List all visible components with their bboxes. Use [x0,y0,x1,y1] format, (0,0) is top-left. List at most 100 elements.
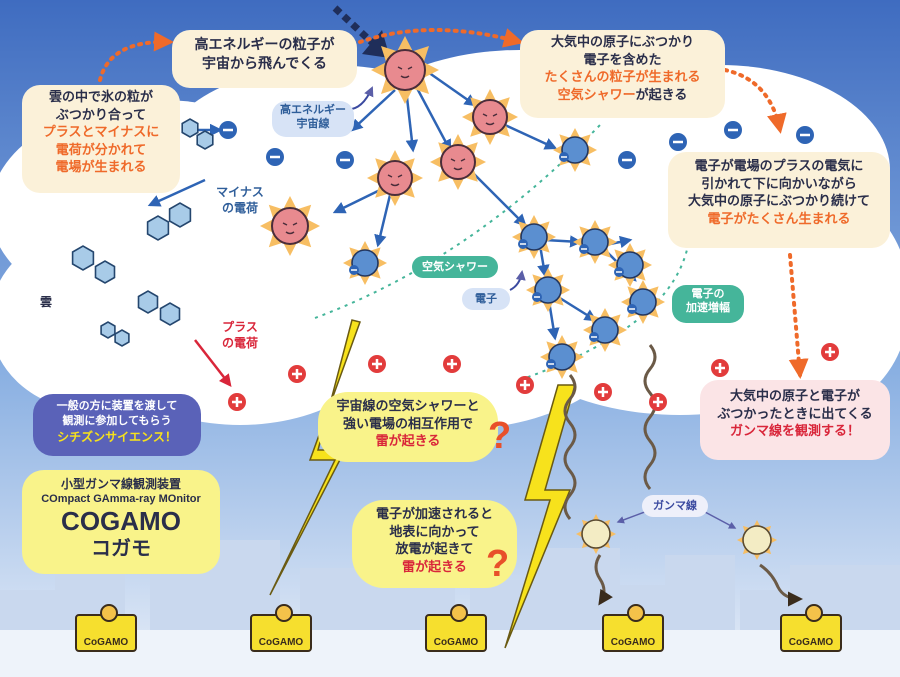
cogamo-device: CoGAMO [250,604,312,652]
particle [440,144,476,180]
cogamo-subtitle: 小型ガンマ線観測装置 [60,477,181,491]
cosmic-ray-line1: 高エネルギー [280,103,346,116]
label-gamma-ray: ガンマ線 [642,495,708,517]
cogamo-device: CoGAMO [780,604,842,652]
bubble-ice-charge: 雲の中で氷の粒が ぶつかり合って プラスとマイナスに 電荷が分かれて 電場が生ま… [22,85,180,193]
device-label: CoGAMO [258,637,304,648]
duck-head-icon [627,604,645,622]
ice-crystal [100,321,116,339]
bubble-high-energy-particle: 高エネルギーの粒子が 宇宙から飛んでくる [172,30,357,88]
ice-crystal [137,290,159,314]
flow-arrow-1 [98,31,174,82]
question-mark-1: ? [488,415,512,457]
high-energy-line1: 高エネルギーの粒子が [194,37,335,53]
device-label: CoGAMO [433,637,479,648]
citizen-line3: シチズンサイエンス！ [57,429,177,444]
air-shower-line1: 大気中の原子にぶつかり [550,35,694,50]
discharge-line1: 電子が加速されると [375,507,493,522]
bubble-interaction: 宇宙線の空気シャワーと 強い電場の相互作用で 雷が起きる [318,392,498,462]
particle-face [282,222,298,235]
bubble-gamma-observe: 大気中の原子と電子が ぶつかったときに出てくる ガンマ線を観測する！ [700,380,890,460]
plus-charge-sign [372,359,382,369]
particle [472,99,508,135]
plus-charge-sign [520,380,530,390]
interaction-line3: 雷が起きる [375,434,441,450]
gamma-label-arrow-right [704,511,737,529]
electron-accel-line3: 大気中の原子にぶつかり続けて [687,194,870,210]
cogamo-title: COGAMO [61,506,181,537]
ice-crystals [71,118,214,347]
question-mark-2: ? [486,543,510,585]
ice-crystal [146,215,170,241]
lightning-bolt-right [504,384,576,649]
air-shower-line4b: が起きる [635,87,688,103]
bubble-air-shower: 大気中の原子にぶつかり 電子を含めた たくさんの粒子が生まれる 空気シャワーが起… [520,30,725,118]
air-shower-line4a: 空気シャワー [557,87,636,103]
electron-accel-line2: 引かれて下に向かいながら [701,176,857,192]
accel-amp-line2: 加速増幅 [686,301,730,315]
cogamo-title-box: 小型ガンマ線観測装置 COmpact GAmma-ray MOnitor COG… [22,470,220,574]
citizen-line1: 一般の方に装置を渡して [56,399,178,412]
ice-crystal [181,118,199,138]
label-electron: 電子 [462,288,510,310]
plus-charge-sign [292,369,302,379]
interaction-line2: 強い電場の相互作用で [342,416,473,432]
air-shower-line2: 電子を含めた [583,52,662,68]
bubble-citizen-science: 一般の方に装置を渡して 観測に参加してもらう シチズンサイエンス！ [33,394,201,456]
particle-face [482,113,498,126]
cogamo-device: CoGAMO [602,604,664,652]
cogamo-device: CoGAMO [425,604,487,652]
device-label: CoGAMO [610,637,656,648]
plus-charge-line2: の電荷 [221,335,258,350]
particle [384,49,426,91]
air-shower-line3: たくさんの粒子が生まれる [544,70,701,86]
cogamo-kana: コガモ [91,535,151,560]
label-cosmic-ray: 高エネルギー 宇宙線 [272,101,354,137]
primary-particles [260,36,518,256]
plus-charge-arrow [194,339,232,387]
particle-face [450,158,466,171]
cosmic-ray-line2: 宇宙線 [296,117,330,131]
lightning-bolt-left [269,319,361,596]
electron-accel-line1: 電子が電場のプラスの電気に [694,159,864,174]
ice-crystal [94,260,116,284]
label-air-shower-pill: 空気シャワー [412,256,498,278]
minus-charge-line1: マイナス [216,185,264,199]
plus-charge-sign [232,397,242,407]
label-plus-charge: プラス の電荷 [205,320,275,351]
gamma-ray-waves [563,344,803,607]
interaction-line1: 宇宙線の空気シャワーと [336,399,480,414]
particle-face [397,66,413,79]
electron-accel-line4: 電子がたくさん生まれる [707,211,851,227]
plus-charge-line1: プラス [222,320,258,334]
ice-charge-line1: 雲の中で氷の粒が [48,90,153,105]
ice-charge-line2: ぶつかり合って [55,107,147,123]
duck-head-icon [450,604,468,622]
charge-markers [219,121,839,411]
plus-charge-sign [653,397,663,407]
flow-arrow-2 [358,28,524,48]
ice-crystal [196,130,214,150]
device-label: CoGAMO [788,637,834,648]
minus-charge-arrow [147,178,206,207]
cogamo-device: CoGAMO [75,604,137,652]
ice-crystal [114,329,130,347]
gamma-observe-line2: ぶつかったときに出てくる [717,406,873,422]
duck-head-icon [100,604,118,622]
ice-crystal [71,245,95,271]
duck-head-icon [805,604,823,622]
ice-charge-line4: 電荷が分かれて [55,142,147,158]
ice-crystal [168,202,192,228]
discharge-line3: 放電が起きて [395,542,474,558]
plus-charge-sign [715,363,725,373]
gamma-photons [576,514,777,560]
citizen-line2: 観測に参加してもらう [62,413,172,427]
device-label: CoGAMO [83,637,129,648]
plus-charge-sign [447,359,457,369]
high-energy-line2: 宇宙から飛んでくる [201,55,328,72]
discharge-line4: 雷が起きる [402,559,467,575]
label-accel-amp: 電子の 加速増幅 [672,285,744,323]
label-cloud: 雲 [39,295,52,309]
